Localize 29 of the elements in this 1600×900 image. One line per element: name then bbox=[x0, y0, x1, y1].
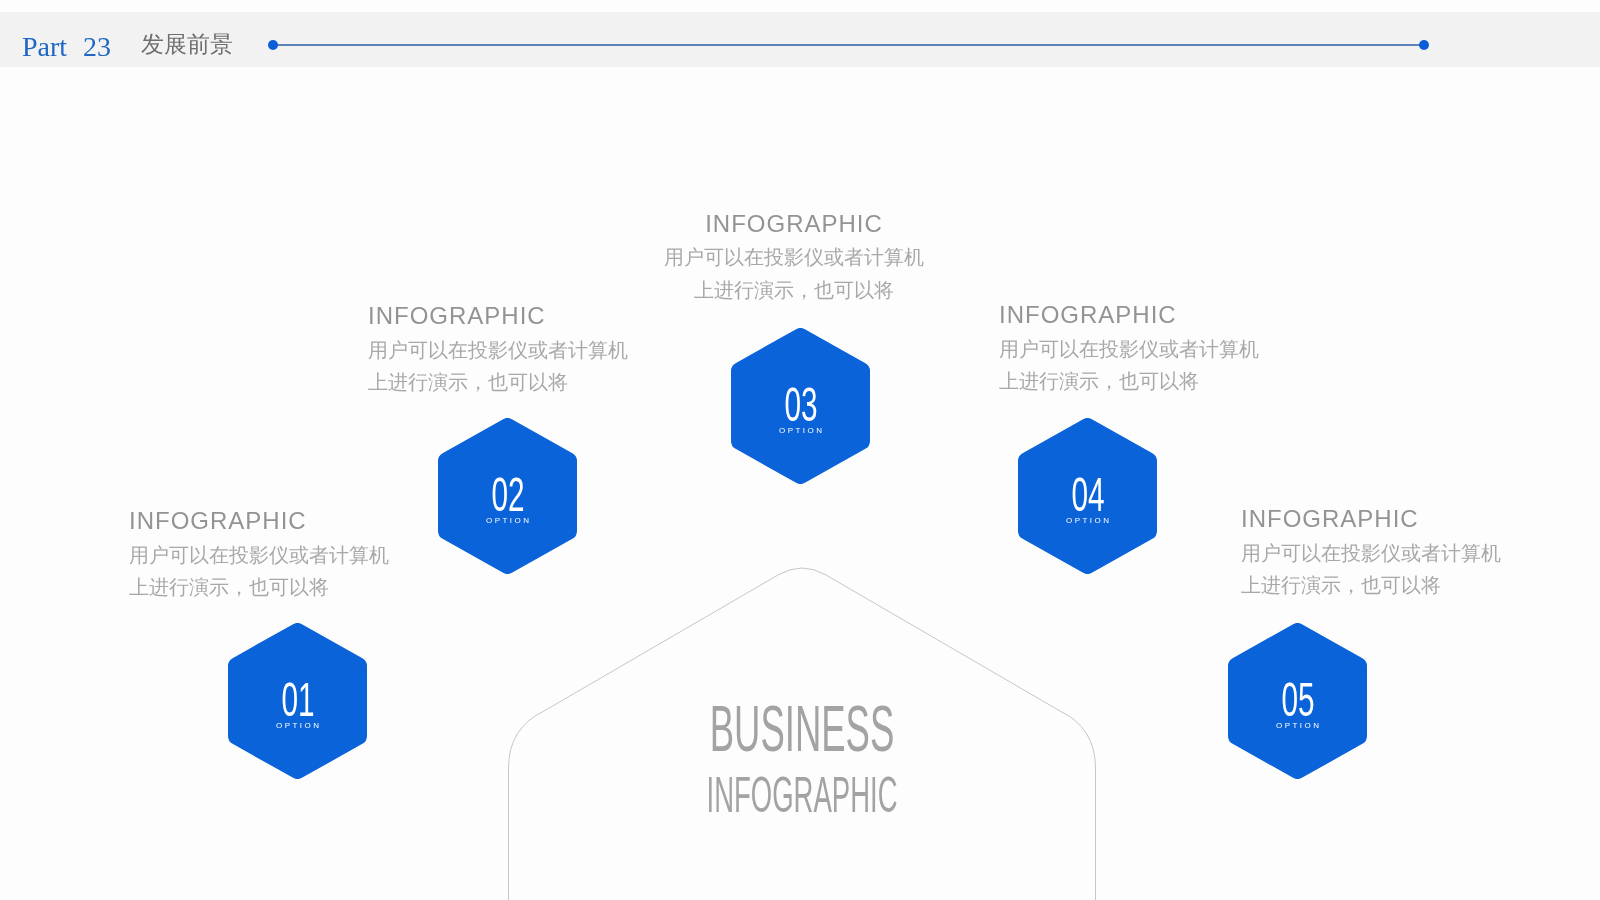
option-heading: INFOGRAPHIC bbox=[705, 208, 883, 239]
option-label: OPTION bbox=[485, 517, 532, 525]
panel-heading: BUSINESS bbox=[709, 697, 895, 761]
option-label: OPTION bbox=[1275, 722, 1322, 730]
option-description: 用户可以在投影仪或者计算机上进行演示，也可以将 bbox=[368, 336, 629, 397]
hexagon-badge bbox=[438, 418, 577, 574]
option-heading: INFOGRAPHIC bbox=[129, 506, 307, 536]
hexagon-badge bbox=[731, 328, 870, 484]
option-heading: INFOGRAPHIC bbox=[1241, 504, 1419, 534]
option-number: 03 bbox=[783, 381, 818, 429]
option-label: OPTION bbox=[778, 427, 825, 435]
option-description: 用户可以在投影仪或者计算机上进行演示，也可以将 bbox=[999, 335, 1260, 396]
option-number: 04 bbox=[1070, 471, 1105, 519]
hexagon-badge bbox=[1018, 418, 1157, 574]
option-label: OPTION bbox=[275, 722, 322, 730]
option-heading: INFOGRAPHIC bbox=[368, 301, 546, 331]
part-number: Part 23 bbox=[22, 32, 112, 61]
hexagon-badge bbox=[228, 623, 367, 779]
option-description: 用户可以在投影仪或者计算机上进行演示，也可以将 bbox=[129, 541, 390, 602]
option-description: 用户可以在投影仪或者计算机上进行演示，也可以将 bbox=[1241, 539, 1502, 600]
panel-subheading: INFOGRAPHIC bbox=[706, 769, 898, 820]
option-number: 05 bbox=[1280, 676, 1315, 724]
page-title: 发展前景 bbox=[141, 30, 233, 59]
option-number: 01 bbox=[280, 676, 315, 724]
option-label: OPTION bbox=[1065, 517, 1112, 525]
option-heading: INFOGRAPHIC bbox=[999, 300, 1177, 330]
option-description: 用户可以在投影仪或者计算机上进行演示，也可以将 bbox=[663, 244, 925, 304]
option-number: 02 bbox=[490, 471, 525, 519]
hexagon-badge bbox=[1228, 623, 1367, 779]
